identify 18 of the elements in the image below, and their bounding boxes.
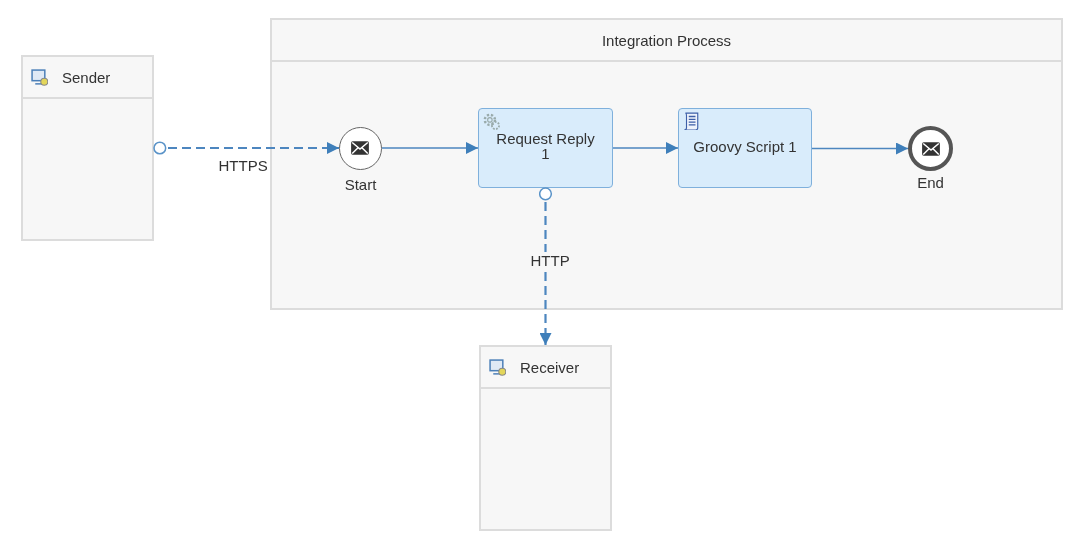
edge-label: HTTPS (217, 157, 269, 174)
sender-pool (21, 55, 154, 241)
dashed-arrow (538, 187, 553, 345)
integration-process-pool (270, 18, 1063, 310)
node-label: Sender (62, 69, 111, 86)
receiver-pool (479, 345, 612, 531)
node-label: Groovy Script 1 (693, 139, 797, 154)
arrow (381, 142, 479, 154)
process-box (478, 108, 613, 188)
dashed-arrow (153, 141, 339, 155)
process-box (678, 108, 812, 188)
arrow (612, 142, 679, 154)
node-label: Integration Process (600, 32, 733, 49)
node-label: End (917, 174, 944, 191)
arrow (811, 142, 909, 155)
node-label: Receiver (520, 359, 580, 376)
node-label: Request Reply 1 (495, 131, 596, 161)
node-label: Start (344, 176, 377, 193)
